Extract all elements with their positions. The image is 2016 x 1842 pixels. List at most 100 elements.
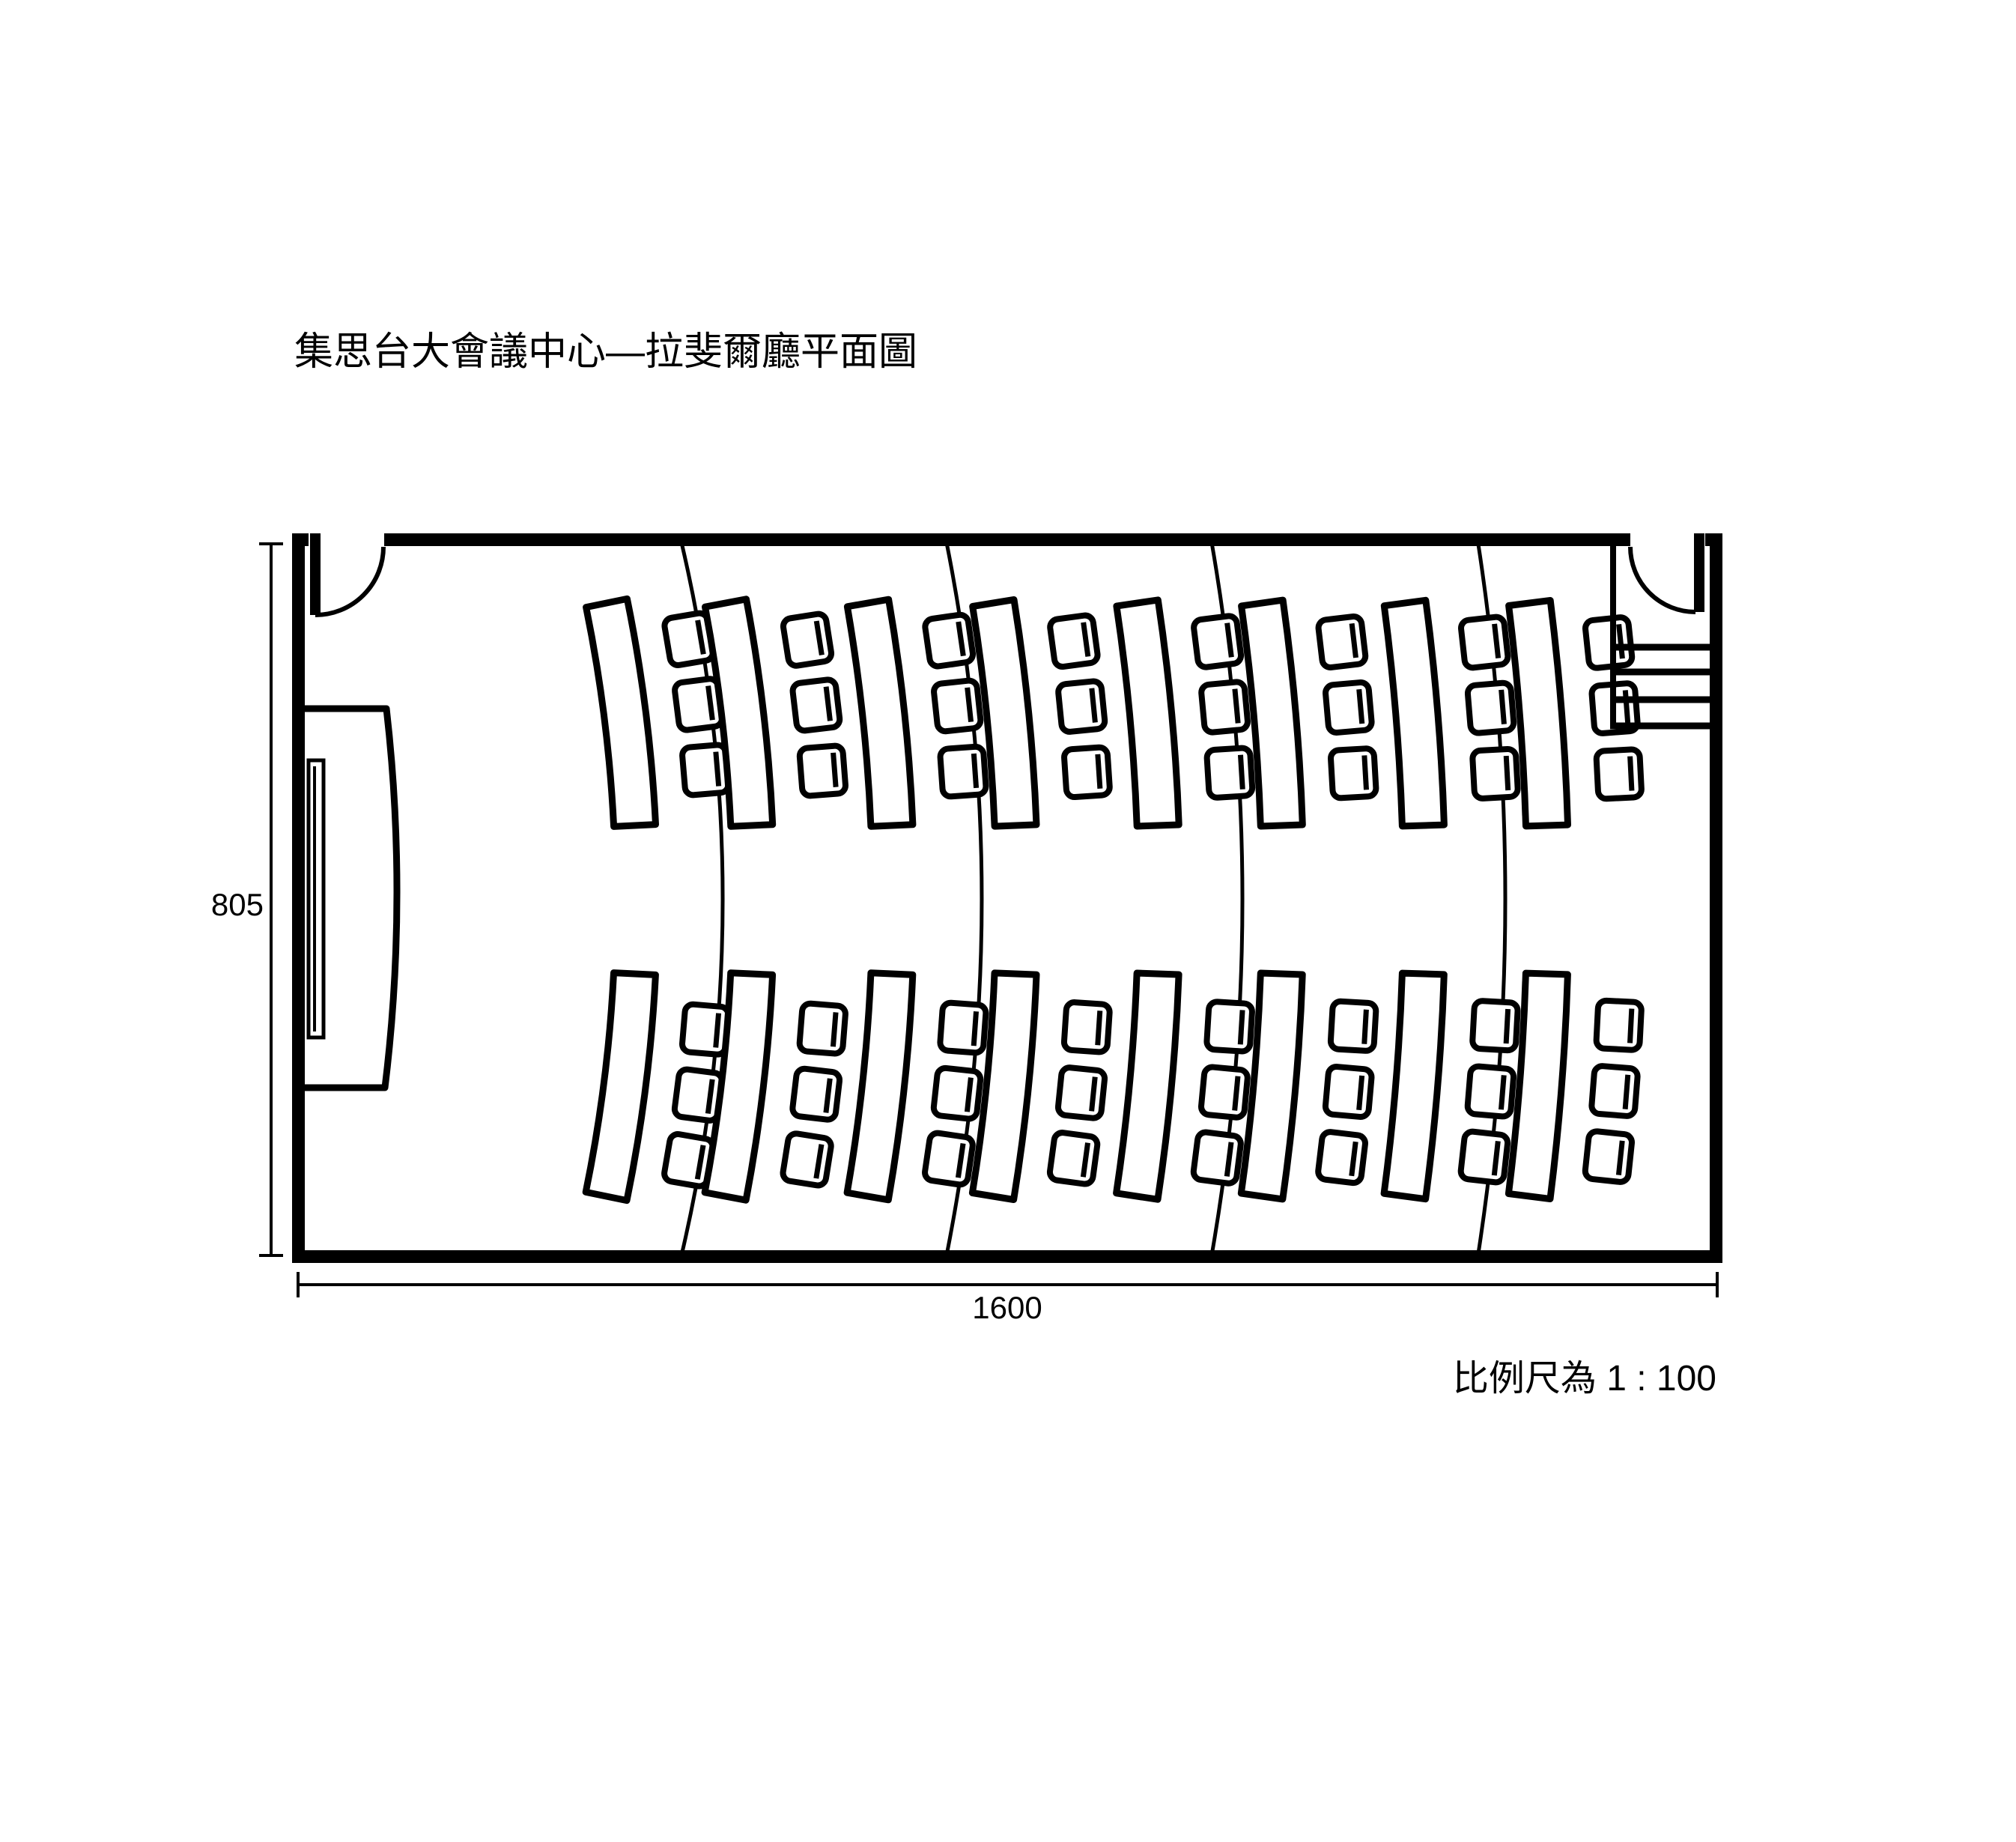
chair-seat	[930, 1064, 984, 1122]
chair-back-line	[1232, 688, 1241, 724]
chair	[1469, 745, 1521, 802]
chair-back-line	[813, 620, 825, 655]
chair-back-line	[1622, 690, 1631, 725]
width-dimension	[297, 1272, 1719, 1297]
chair-seat	[937, 999, 989, 1056]
stair-partition	[1610, 546, 1616, 729]
desk-table	[1380, 969, 1448, 1203]
chair-seat	[1198, 679, 1251, 736]
chair	[1328, 745, 1379, 802]
chair	[931, 677, 984, 735]
chair-back-line	[1095, 1011, 1103, 1046]
chair-seat	[780, 611, 835, 669]
chair-back-line	[1499, 689, 1507, 724]
chair-seat	[1588, 1063, 1641, 1119]
table-row	[843, 969, 989, 1204]
chair-seat	[937, 743, 989, 800]
chair-seat	[1323, 679, 1375, 736]
doors	[310, 533, 1704, 617]
stage	[305, 705, 401, 1091]
table-row	[1237, 969, 1379, 1203]
chair-seat	[1047, 612, 1101, 670]
chair-seat	[922, 1130, 976, 1188]
chair-back-line	[1237, 1010, 1245, 1045]
chair-back-line	[705, 1079, 715, 1114]
chair-seat	[796, 1000, 848, 1057]
wall-segment-left	[292, 533, 305, 1263]
chair	[930, 1064, 984, 1122]
desk-table	[843, 969, 917, 1204]
chair-seat	[931, 677, 984, 735]
chair-seat	[1322, 1064, 1375, 1120]
chair	[922, 611, 977, 670]
chair	[1055, 678, 1108, 735]
chair	[1464, 679, 1517, 736]
chair	[1191, 613, 1245, 670]
table-row	[1380, 596, 1521, 830]
chair-back-line	[1503, 755, 1511, 791]
stair-step-line	[1610, 668, 1710, 676]
chair-back-line	[1622, 1074, 1631, 1109]
table-row	[1380, 969, 1521, 1203]
table-row	[1505, 969, 1645, 1202]
scale-note: 比例尺為 1 : 100	[1453, 1359, 1716, 1399]
chair-seat	[780, 1130, 834, 1189]
chair	[796, 742, 848, 799]
stair-step-line	[1610, 696, 1710, 703]
chair-back-line	[1615, 1140, 1625, 1176]
chair-back-line	[1616, 623, 1625, 659]
chair-back-line	[1237, 754, 1245, 790]
chair	[1047, 612, 1101, 670]
chair-seat	[679, 1001, 732, 1058]
chair-back-line	[823, 686, 833, 721]
chair-seat	[1054, 1064, 1108, 1121]
chair-back-line	[1349, 622, 1358, 658]
chair	[1582, 614, 1636, 671]
chair-seat	[1328, 745, 1379, 802]
chair	[1327, 998, 1379, 1054]
chair	[1315, 614, 1369, 670]
desk-table	[1113, 969, 1182, 1203]
door-swing-arc	[315, 546, 386, 617]
chair-back-line	[956, 621, 966, 657]
table-row	[701, 969, 848, 1204]
chair-back-line	[694, 1145, 706, 1180]
desk-table	[1505, 597, 1571, 830]
chair-seat	[679, 742, 732, 799]
chair-seat	[1198, 1064, 1251, 1121]
chair-seat	[1061, 744, 1113, 801]
chair	[1582, 1128, 1635, 1185]
desk-table	[1380, 596, 1448, 830]
table-row	[1113, 596, 1256, 830]
chair-back-line	[965, 687, 974, 722]
chair-back-line	[1356, 1075, 1365, 1111]
desk-table	[1238, 596, 1306, 830]
stair-step-line	[1610, 643, 1710, 651]
chair-seat	[1457, 1128, 1511, 1186]
chair	[1198, 679, 1251, 736]
chair	[1060, 999, 1113, 1055]
chair	[796, 1000, 848, 1057]
chair	[1322, 1064, 1375, 1120]
stairs	[1610, 546, 1710, 730]
room-walls	[292, 533, 1722, 1263]
chair-seat	[1464, 679, 1517, 736]
chair-seat	[1060, 999, 1113, 1055]
chair	[789, 1065, 843, 1123]
chair	[1061, 744, 1113, 801]
chair-back-line	[971, 753, 980, 789]
chair-back-line	[823, 1078, 833, 1113]
height-dimension	[259, 542, 283, 1257]
chair	[1457, 1128, 1511, 1186]
chair	[1323, 679, 1375, 736]
chair-seat	[1469, 998, 1521, 1054]
chair-seat	[1190, 1129, 1244, 1187]
desk-table	[1113, 596, 1182, 830]
chair	[1203, 745, 1256, 801]
door-top-left	[310, 533, 386, 617]
chair	[679, 1001, 732, 1058]
table-row	[969, 596, 1113, 830]
door-leaf	[310, 533, 321, 615]
chair-back-line	[1627, 756, 1635, 791]
